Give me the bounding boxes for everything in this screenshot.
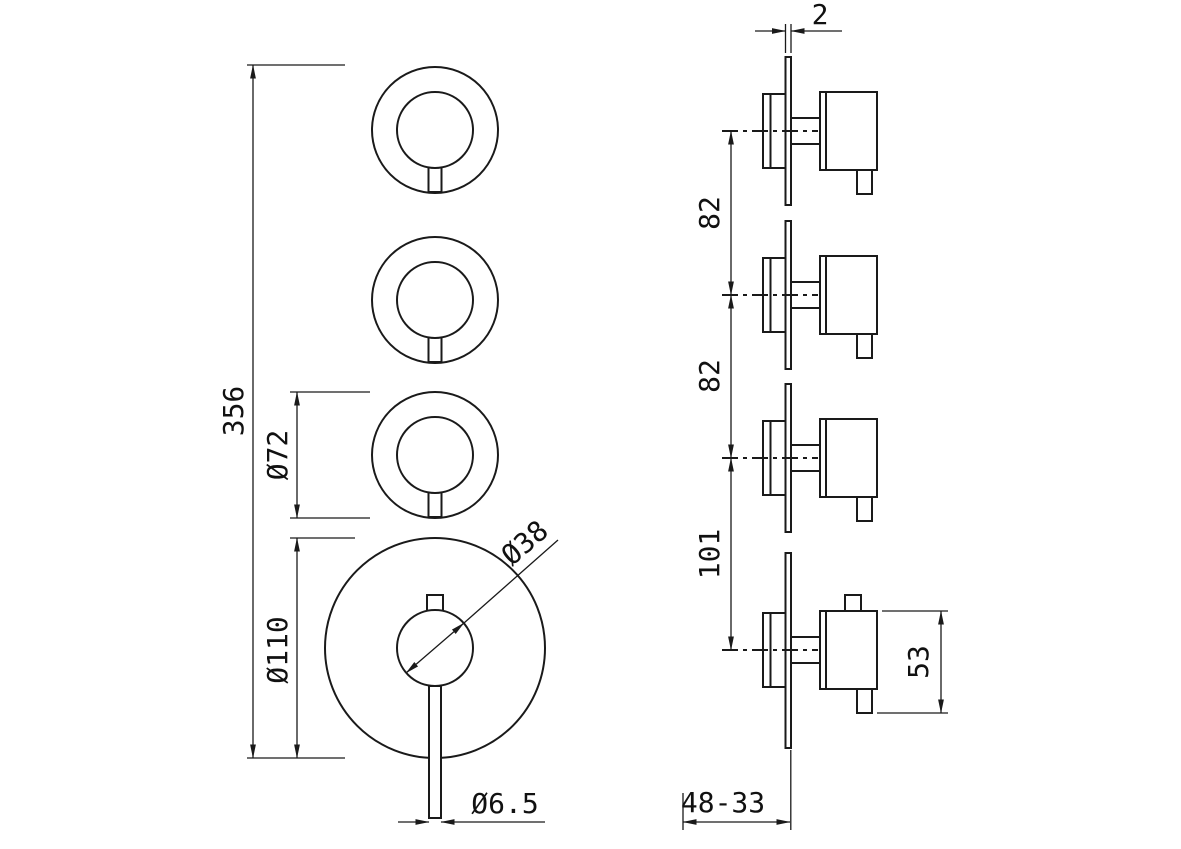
front-handle-unit-3 [371,391,499,519]
dim-overall-height: 356 [217,64,345,759]
dim-label-spacing-1: 82 [693,196,726,230]
dim-label-spacing-3: 101 [693,529,726,580]
dim-label-small-escutcheon: Ø72 [261,430,294,481]
side-unit-4 [722,552,878,749]
dim-label-lever-rod: Ø6.5 [471,787,538,820]
dim-label-plate-thickness: 2 [812,0,829,31]
dim-label-handle-projection: 53 [902,645,935,679]
dim-handle-projection: 53 [877,610,948,714]
dim-label-overall-height: 356 [217,386,250,437]
dim-plate-thickness: 2 [755,0,842,53]
side-dimensions: 2 82 82 101 53 48-33 [681,0,948,830]
dim-small-escutcheon: Ø72 [261,391,370,519]
side-unit-2 [722,220,878,370]
dim-spacing-chain: 82 82 101 [693,130,734,651]
side-unit-3 [722,383,878,533]
side-view [722,56,878,749]
side-unit-1 [722,56,878,206]
dim-depth-range: 48-33 [681,750,792,830]
front-handle-unit-1 [371,66,499,194]
dim-label-spacing-2: 82 [693,359,726,393]
dim-label-depth-range: 48-33 [681,786,765,819]
dim-label-large-escutcheon: Ø110 [261,616,294,683]
front-handle-unit-2 [371,236,499,364]
dim-large-escutcheon: Ø110 [261,537,355,759]
dim-lever-rod: Ø6.5 [398,787,545,825]
